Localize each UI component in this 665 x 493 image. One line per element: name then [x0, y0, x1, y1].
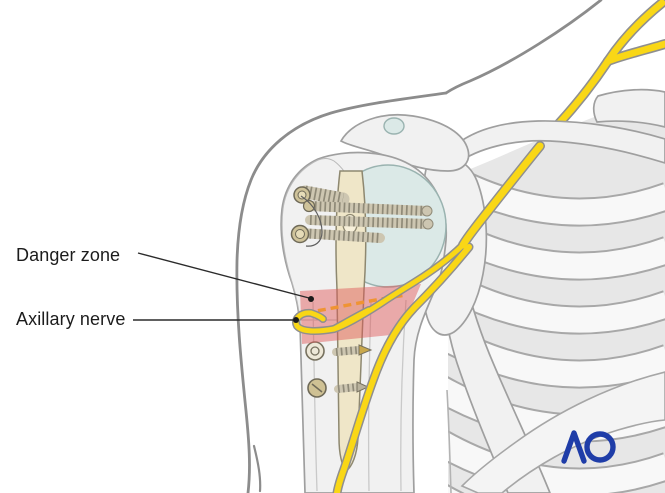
danger-zone-leader — [137, 252, 310, 299]
ao-logo: AO — [559, 429, 617, 465]
axillary-nerve-pointer-dot — [293, 317, 299, 323]
ao-logo-glyphs — [561, 430, 616, 464]
locking-screw — [290, 224, 385, 244]
first-rib-above-clavicle — [592, 88, 665, 128]
shaft-screw — [305, 341, 373, 361]
rib — [448, 427, 665, 493]
locking-screw — [302, 199, 433, 217]
shaft-screw — [307, 378, 370, 398]
scapula-inferior-band — [460, 371, 665, 493]
neck-outline — [444, 0, 603, 95]
axillary-nerve-label: Axillary nerve — [16, 309, 126, 329]
danger-zone-pointer-dot — [308, 296, 314, 302]
logo-letter-o — [584, 431, 616, 463]
shoulder-girdle — [339, 114, 665, 172]
axilla-fold-line — [252, 444, 262, 493]
danger-zone-label: Danger zone — [16, 245, 121, 265]
suture-wire — [300, 195, 323, 247]
axillary-nerve — [292, 141, 545, 493]
skin-outline — [235, 0, 603, 493]
chest-contour-line — [446, 389, 452, 493]
logo-letter-a — [561, 430, 587, 464]
ac-joint-cartilage — [383, 117, 405, 135]
locking-screw — [305, 215, 434, 230]
shoulder-arm-outline — [235, 91, 448, 493]
leader-lines — [133, 252, 314, 323]
